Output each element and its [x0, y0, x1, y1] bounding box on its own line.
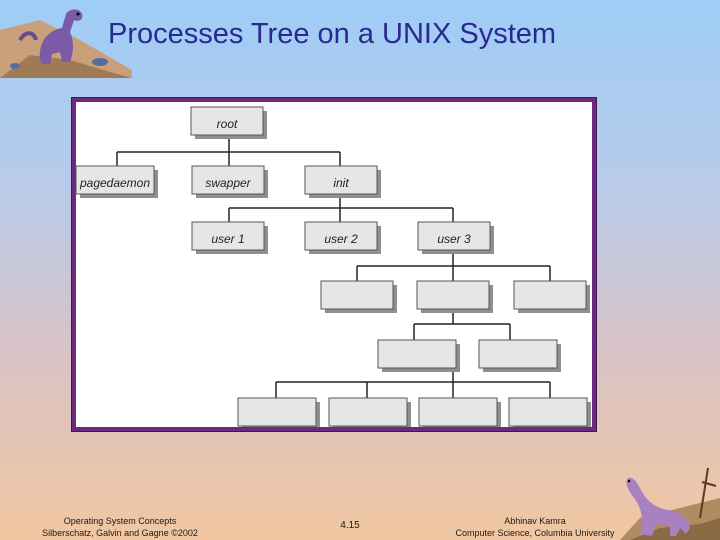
- node-swapper-label: swapper: [205, 176, 251, 190]
- node-pagedaemon-label: pagedaemon: [79, 176, 150, 190]
- footer-book-title: Operating System Concepts: [63, 516, 177, 526]
- node-root: root: [190, 106, 267, 139]
- node-unlabeled: [416, 280, 493, 313]
- node-unlabeled: [377, 339, 460, 372]
- node-user3: user 3: [417, 221, 494, 254]
- footer-presenter-name: Abhinav Kamra: [504, 516, 566, 526]
- node-init: init: [304, 165, 381, 198]
- node-user1-label: user 1: [211, 232, 244, 246]
- process-tree: root pagedaemon swapper init: [76, 106, 591, 427]
- node-root-label: root: [217, 117, 238, 131]
- dinosaur-logo-top-left: [0, 9, 132, 78]
- footer-book-credit: Operating System Concepts Silberschatz, …: [20, 515, 220, 539]
- footer-page-number: 4.15: [340, 520, 360, 531]
- node-unlabeled: [508, 397, 591, 427]
- node-unlabeled: [478, 339, 561, 372]
- node-init-label: init: [333, 176, 349, 190]
- footer-presenter-credit: Abhinav Kamra Computer Science, Columbia…: [440, 515, 630, 539]
- slide-title: Processes Tree on a UNIX System: [108, 18, 557, 50]
- node-unlabeled: [418, 397, 501, 427]
- node-unlabeled: [320, 280, 397, 313]
- footer-authors: Silberschatz, Galvin and Gagne ©2002: [42, 528, 198, 538]
- node-user2-label: user 2: [324, 232, 358, 246]
- node-user3-label: user 3: [437, 232, 471, 246]
- node-user1: user 1: [191, 221, 268, 254]
- node-unlabeled: [513, 280, 590, 313]
- node-user2: user 2: [304, 221, 381, 254]
- node-swapper: swapper: [191, 165, 268, 198]
- diagram-panel: root pagedaemon swapper init: [76, 102, 592, 427]
- node-pagedaemon: pagedaemon: [76, 165, 158, 198]
- tree-connectors: [116, 135, 551, 398]
- dinosaur-logo-bottom-right: [620, 467, 720, 540]
- node-unlabeled: [237, 397, 320, 427]
- diagram-frame: root pagedaemon swapper init: [71, 97, 597, 432]
- node-unlabeled: [328, 397, 411, 427]
- footer-department: Computer Science, Columbia University: [455, 528, 615, 538]
